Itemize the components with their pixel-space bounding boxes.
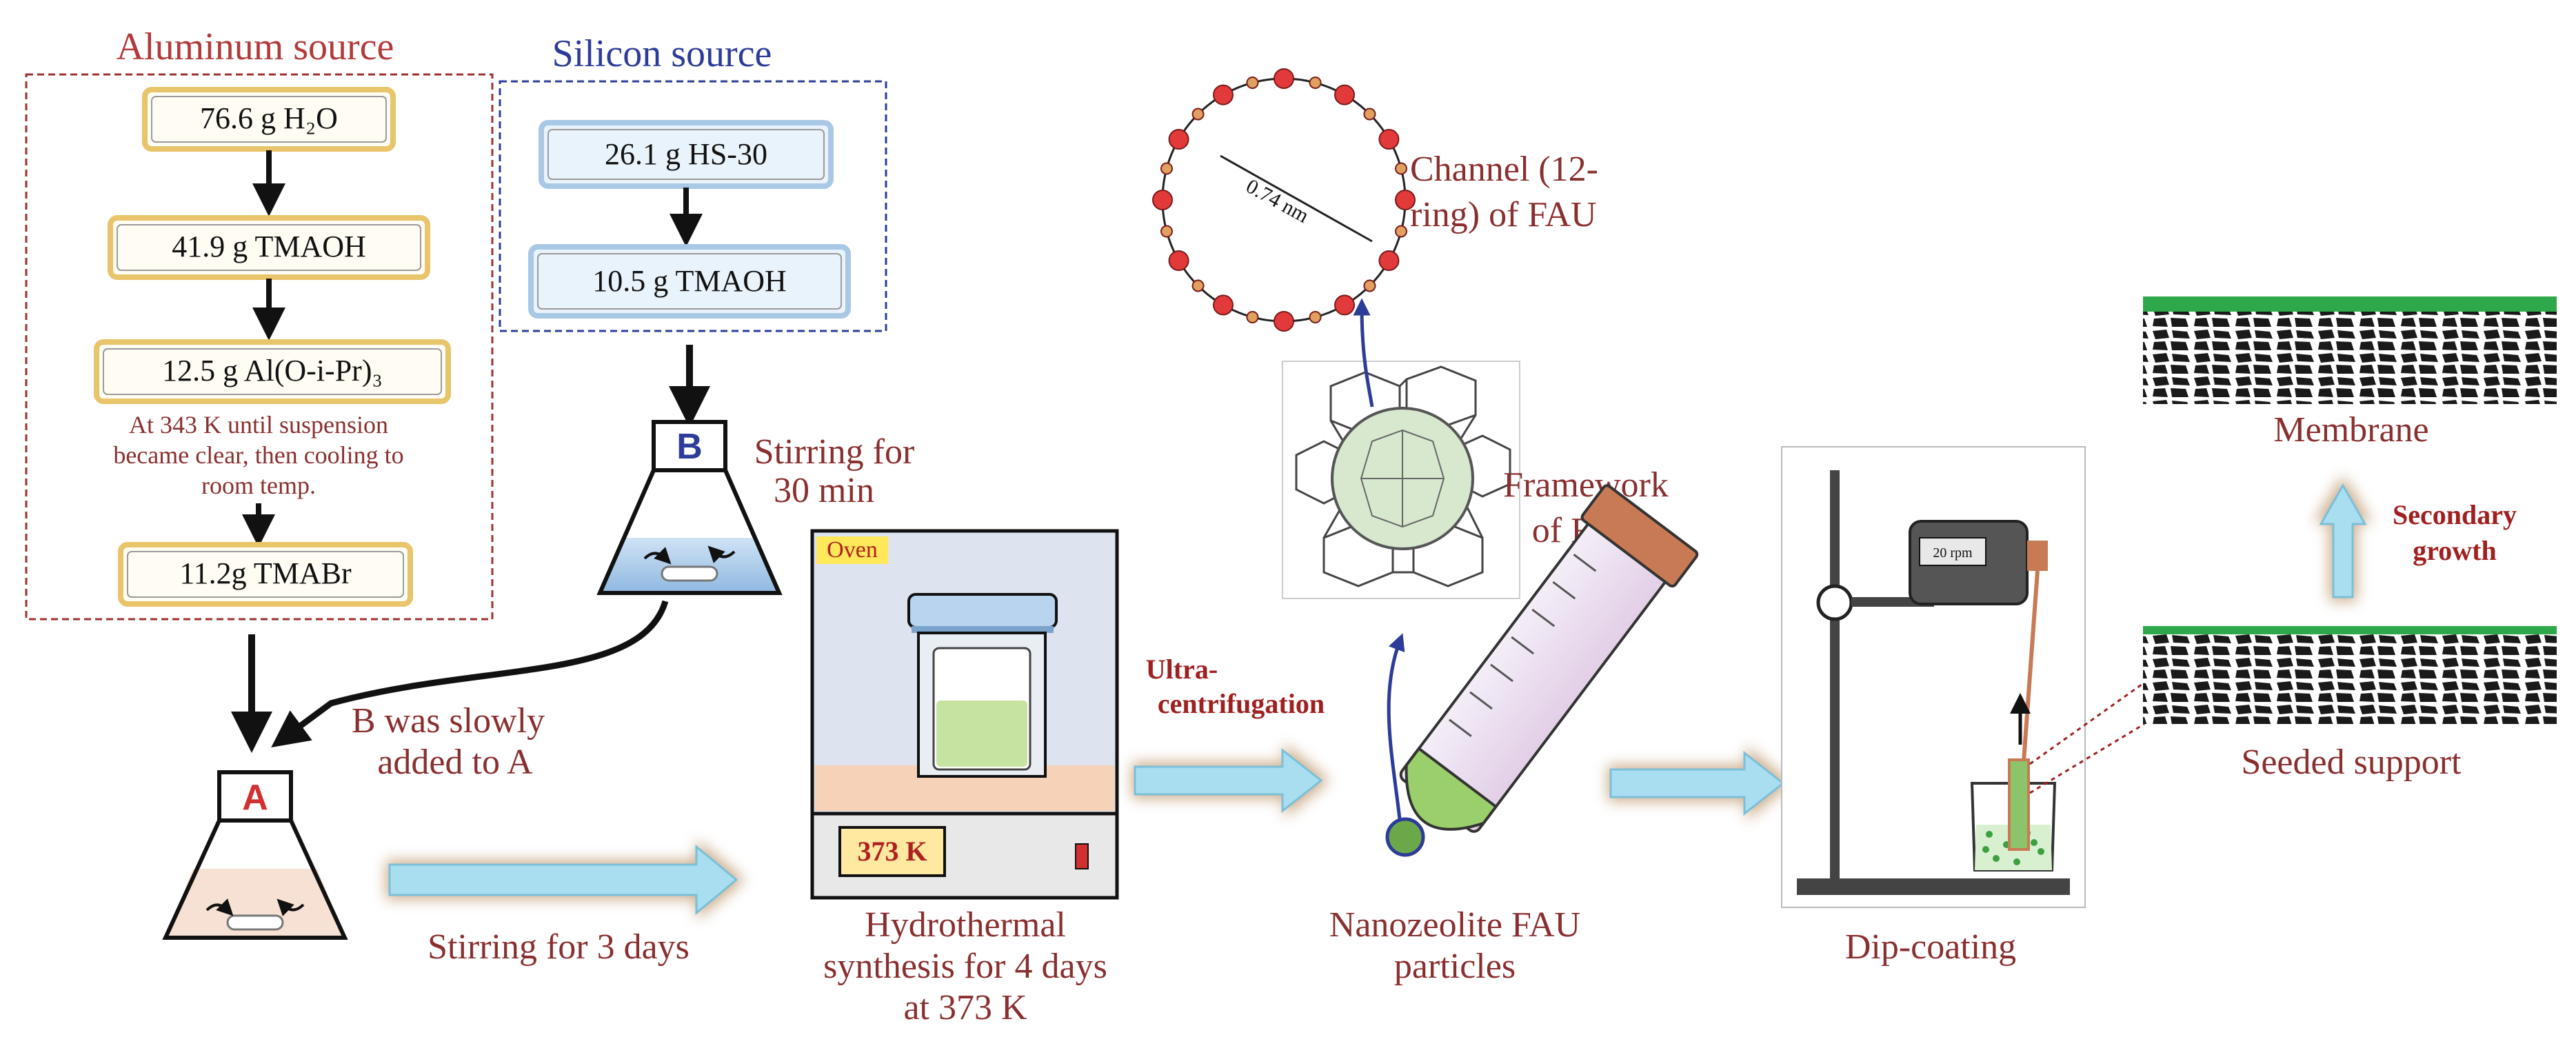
- tetrahedral-atom: [1246, 311, 1259, 324]
- tetrahedral-atom: [1191, 108, 1205, 121]
- oxygen-atom: [1152, 190, 1173, 210]
- tetrahedral-atom: [1395, 225, 1408, 238]
- dip-coating-apparatus: 20 rpm: [1781, 446, 2086, 908]
- stir-3-days-arrow: [386, 840, 745, 920]
- zoom-line-top: [2029, 681, 2145, 765]
- seeded-support: [2143, 626, 2557, 724]
- tetrahedral-atom: [1395, 162, 1408, 175]
- oxygen-atom: [1274, 68, 1294, 89]
- channel-caption-1: Channel (12-: [1410, 150, 1598, 189]
- si-step-1: 26.1 g HS-30: [539, 120, 834, 189]
- nanozeolite-caption-2: particles: [1394, 947, 1516, 986]
- flask-b-caption-1: Stirring for: [754, 432, 915, 472]
- zoom-line-bottom: [2029, 723, 2145, 794]
- aluminum-source-group: Aluminum source 76.6 g H₂O 41.9 g TMAOH …: [25, 26, 494, 621]
- si-step-2-label: 10.5 g TMAOH: [592, 264, 787, 298]
- flask-a-letter: A: [242, 778, 268, 818]
- membrane: [2143, 296, 2557, 404]
- seeded-support-caption: Seeded support: [2241, 743, 2462, 782]
- dip-coating-caption: Dip-coating: [1845, 927, 2016, 967]
- oxygen-atom: [1213, 84, 1234, 105]
- al-note-line-2: became clear, then cooling to: [113, 441, 403, 469]
- framework-to-channel-arrow: [1353, 298, 1374, 407]
- oven-caption-3: at 373 K: [903, 988, 1027, 1027]
- secondary-growth-caption-1: Secondary: [2393, 499, 2517, 530]
- tetrahedral-atom: [1191, 279, 1205, 292]
- al-step-2-label: 41.9 g TMAOH: [172, 230, 366, 263]
- centrifuge-tube: [1385, 484, 1699, 857]
- ultra-caption-1: Ultra-: [1146, 654, 1218, 685]
- al-note-line-1: At 343 K until suspension: [129, 411, 388, 439]
- tetrahedral-atom: [1363, 108, 1376, 121]
- tetrahedral-atom: [1363, 279, 1376, 292]
- aluminum-source-title: Aluminum source: [117, 26, 394, 68]
- al-step-1-label: 76.6 g H₂O: [200, 101, 338, 135]
- oven-caption-2: synthesis for 4 days: [823, 947, 1107, 986]
- channel-size-label: 0.74 nm: [1242, 174, 1313, 228]
- oxygen-atom: [1378, 250, 1400, 271]
- oxygen-atom: [1378, 129, 1400, 150]
- channel-diameter-line: [1220, 154, 1373, 243]
- tetrahedral-atom: [1309, 311, 1322, 324]
- silicon-source-frame: [499, 80, 887, 332]
- flask-a: A: [162, 770, 348, 940]
- silicon-source-group: Silicon source 26.1 g HS-30 10.5 g TMAOH: [499, 32, 887, 332]
- channel-ring: 0.74 nm: [1152, 68, 1416, 332]
- framework-caption-1: Framework: [1503, 465, 1669, 505]
- flask-b: B: [596, 420, 783, 595]
- ultra-caption-2: centrifugation: [1158, 688, 1325, 719]
- secondary-growth-caption-2: growth: [2413, 535, 2496, 566]
- ring-atoms: [1152, 68, 1416, 332]
- tetrahedral-atom: [1309, 76, 1322, 89]
- oven-temp-display: 373 K: [857, 836, 927, 867]
- al-step-3: 12.5 g Al(O-i-Pr)₃: [94, 339, 451, 404]
- oxygen-atom: [1334, 84, 1355, 105]
- oven-caption-1: Hydrothermal: [865, 905, 1066, 945]
- mixing-caption-2: added to A: [377, 743, 533, 782]
- fau-framework: [1282, 361, 1520, 599]
- al-step-4: 11.2g TMABr: [118, 542, 413, 607]
- al-step-3-label: 12.5 g Al(O-i-Pr)₃: [162, 354, 383, 387]
- tetrahedral-atom: [1160, 162, 1173, 175]
- al-note-line-3: room temp.: [201, 472, 316, 499]
- ultra-arrow: [1132, 743, 1329, 818]
- al-step-1: 76.6 g H₂O: [142, 87, 396, 152]
- silicon-source-title: Silicon source: [552, 32, 772, 75]
- mixing-caption-1: B was slowly: [352, 701, 545, 741]
- oxygen-atom: [1168, 129, 1189, 150]
- membrane-caption: Membrane: [2273, 410, 2428, 450]
- tetrahedral-atom: [1246, 76, 1259, 89]
- oxygen-atom: [1168, 250, 1189, 271]
- stir-3-days-caption: Stirring for 3 days: [427, 927, 690, 967]
- aluminum-source-frame: [25, 73, 494, 621]
- al-step-4-label: 11.2g TMABr: [179, 556, 352, 590]
- b-to-a-arrow: [271, 600, 669, 748]
- oven: Oven 373 K: [810, 529, 1119, 900]
- oxygen-atom: [1274, 311, 1294, 332]
- oven-tag: Oven: [827, 537, 878, 563]
- to-dip-coating-arrow: [1608, 746, 1791, 821]
- nanozeolite-caption-1: Nanozeolite FAU: [1329, 905, 1580, 945]
- tetrahedral-atom: [1160, 225, 1173, 238]
- si-step-2: 10.5 g TMAOH: [528, 244, 851, 319]
- secondary-growth-arrow: [2314, 476, 2372, 601]
- motor-speed-label: 20 rpm: [1933, 545, 1973, 561]
- si-step-1-label: 26.1 g HS-30: [605, 137, 767, 171]
- flask-b-letter: B: [676, 427, 703, 467]
- particle-to-framework-arrow: [1387, 633, 1405, 820]
- al-step-2: 41.9 g TMAOH: [108, 215, 430, 280]
- oxygen-atom: [1395, 190, 1416, 210]
- flask-b-caption-2: 30 min: [774, 471, 874, 510]
- oxygen-atom: [1213, 294, 1234, 316]
- channel-caption-2: ring) of FAU: [1410, 195, 1597, 234]
- oxygen-atom: [1334, 294, 1355, 316]
